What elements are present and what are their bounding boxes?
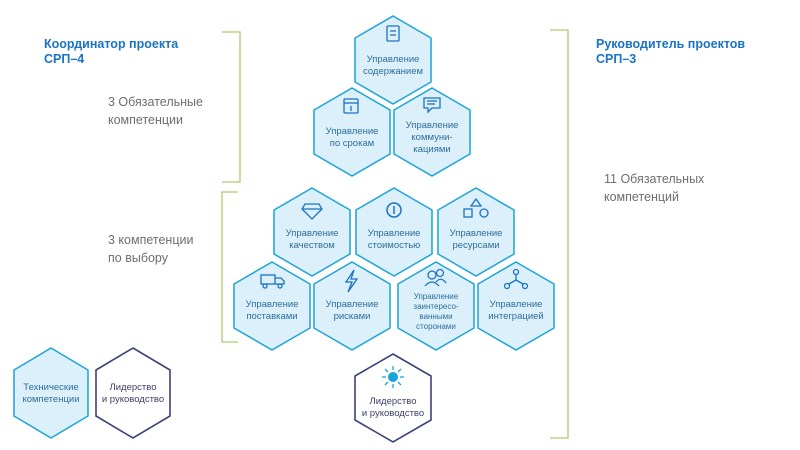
hex-stakeholder-management <box>397 261 475 351</box>
diamond-icon <box>301 203 323 220</box>
hex-quality-management <box>273 187 351 277</box>
coin-icon <box>386 202 402 218</box>
role-project-manager: Руководитель проектов СРП–3 <box>596 37 746 66</box>
people-icon <box>424 268 447 287</box>
hex-schedule-management <box>313 87 391 177</box>
hex-technical <box>13 347 89 439</box>
note-optional-3: 3 компетенции по выбору <box>108 233 194 265</box>
hex-leadership-center <box>354 353 432 443</box>
note-mandatory-11: 11 Обязательных компетенций <box>604 172 705 204</box>
calendar-icon <box>343 98 359 114</box>
bracket-mandatory-11 <box>550 29 569 439</box>
truck-icon <box>260 274 285 289</box>
hex-procurement-management <box>233 261 311 351</box>
shapes-icon <box>463 197 489 218</box>
hex-cost-management <box>355 187 433 277</box>
lightning-icon <box>344 269 359 293</box>
hex-resource-management <box>437 187 515 277</box>
hex-risk-management <box>313 261 391 351</box>
role-coordinator: Координатор проекта СРП–4 <box>44 37 179 66</box>
chat-icon <box>423 97 441 114</box>
network-icon <box>503 268 529 290</box>
hex-content-management <box>354 15 432 105</box>
bracket-optional-3 <box>221 191 238 343</box>
hex-leadership-left <box>95 347 171 439</box>
bracket-mandatory-3 <box>222 31 241 183</box>
document-icon <box>386 25 400 42</box>
hex-communications-management <box>393 87 471 177</box>
hex-integration-management <box>477 261 555 351</box>
note-mandatory-3: 3 Обязательные компетенции <box>108 95 203 127</box>
sun-icon <box>382 366 404 388</box>
